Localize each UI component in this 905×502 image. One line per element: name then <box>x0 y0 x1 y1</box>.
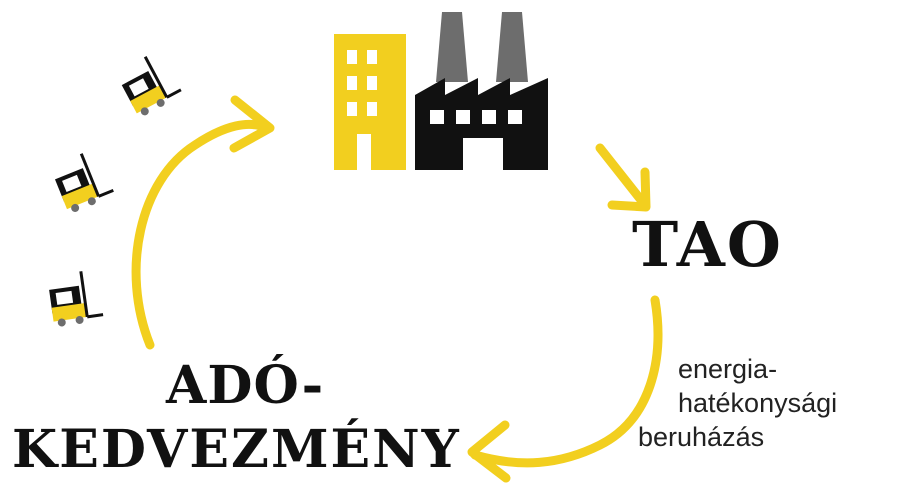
energy-line-2: hatékonysági <box>678 388 838 418</box>
energy-line-1: energia- <box>678 354 778 384</box>
forklift-icon <box>121 56 182 116</box>
tao-arrowhead <box>607 167 651 212</box>
tax-label-line-2: KEDVEZMÉNY <box>12 419 461 480</box>
energy-investment-label: energia- hatékonysági beruházás <box>638 352 837 454</box>
building-and-factory-icon <box>334 12 548 170</box>
bottom-arrowhead <box>467 420 511 483</box>
right-cycle-arrow <box>470 295 663 468</box>
forklift-icon <box>49 271 104 327</box>
left-cycle-arrow <box>131 119 270 350</box>
tax-label-line-1: ADÓ- <box>166 355 325 416</box>
factory-to-tao-arrow <box>595 143 650 210</box>
forklift-icon <box>54 153 114 212</box>
left-arrowhead <box>229 95 275 153</box>
energy-line-3: beruházás <box>638 422 765 452</box>
tao-label: TAO <box>632 208 783 281</box>
